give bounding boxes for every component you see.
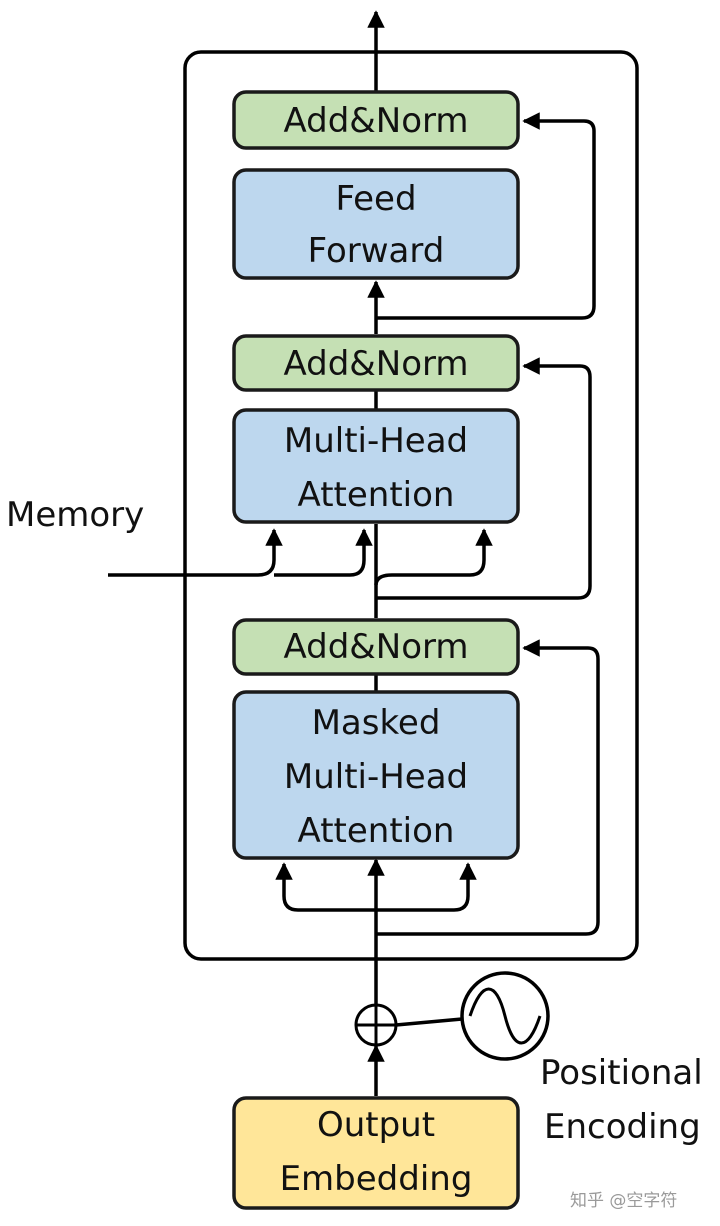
feed-forward-label-1: Feed [335,179,416,219]
add-norm-mid-label: Add&Norm [283,344,468,384]
feed-forward-box [232,168,520,280]
feed-forward-label-2: Forward [308,231,445,271]
memory-line [108,528,283,577]
add-norm-bottom-label: Add&Norm [283,627,468,667]
watermark: 知乎 @空字符 [570,1191,677,1211]
residual-masked-attention [376,639,600,936]
add-norm-top-label: Add&Norm [283,101,468,141]
positional-encoding-label-2: Encoding [544,1107,701,1147]
multi-head-attention-box [232,408,520,524]
sine-wave-curve [468,987,542,1045]
split-masked-attention-right [376,862,477,912]
residual-feed-forward [376,112,596,320]
add-norm-top-box [232,90,520,150]
output-embedding-box [232,1096,520,1210]
positional-link [395,1017,463,1027]
positional-encoding-label-1: Positional [540,1053,703,1093]
residual-cross-attention [376,357,592,600]
output-embedding-label-2: Embedding [280,1159,473,1199]
output-embedding-label-1: Output [317,1105,435,1145]
multi-head-attention-label-1: Multi-Head [284,421,468,461]
memory-label: Memory [6,495,144,535]
decoder-frame [183,50,639,961]
masked-attention-label-3: Attention [298,811,455,851]
add-norm-mid-box [232,334,520,392]
query-branch [374,528,493,586]
multi-head-attention-label-2: Attention [298,475,455,515]
masked-attention-label-2: Multi-Head [284,757,468,797]
masked-attention-box [232,690,520,860]
memory-branch-value [274,528,373,577]
add-norm-bottom-box [232,618,520,676]
split-masked-attention [275,862,376,912]
masked-attention-label-1: Masked [312,703,441,743]
